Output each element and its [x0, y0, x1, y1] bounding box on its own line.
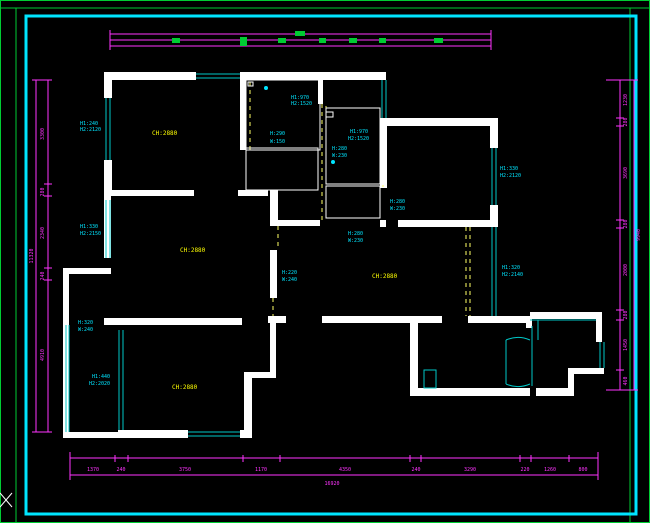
dim-label: 280 [40, 187, 46, 196]
dim-label: 280 [623, 117, 629, 126]
opening-labels: H1:240 H2:2120 H1:970 H2:1520 H:290 W:15… [78, 95, 523, 387]
opening-label: W:240 [282, 277, 297, 283]
dim-label: 3750 [179, 467, 191, 473]
room-label: CH:2880 [180, 247, 206, 254]
opening-label: H1:240 [80, 121, 98, 127]
dim-total: 16920 [324, 481, 339, 487]
opening-label: H:290 [270, 131, 285, 137]
left-dimension-labels: 3300 280 2340 240 4910 11320 [29, 128, 46, 361]
dim-label: 2000 [623, 264, 629, 276]
dim-label: 3290 [464, 467, 476, 473]
openings-lines [65, 73, 605, 437]
opening-label: H1:330 [500, 166, 518, 172]
marker-block [295, 31, 305, 36]
bottom-dimensions [69, 452, 599, 480]
marker-block [379, 38, 386, 43]
opening-label: W:230 [348, 238, 363, 244]
room-label: CH:2880 [372, 273, 398, 280]
opening-label: H1:330 [80, 224, 98, 230]
marker-block [434, 38, 443, 43]
dim-label: 240 [40, 271, 46, 280]
left-dimensions [32, 79, 52, 433]
marker-block [278, 38, 286, 43]
dim-label: 240 [411, 467, 420, 473]
dim-total: 9940 [636, 229, 642, 241]
dim-label: 1260 [544, 467, 556, 473]
opening-label: W:150 [270, 139, 285, 145]
opening-label: H2:2120 [500, 173, 521, 179]
opening-label: H2:2140 [502, 272, 523, 278]
marker-block [349, 38, 357, 43]
dim-label: 4910 [40, 349, 46, 361]
walls [63, 72, 604, 438]
dim-label: 1370 [87, 467, 99, 473]
marker-block [240, 42, 247, 46]
room-label: CH:2880 [172, 384, 198, 391]
opening-label: H2:2150 [80, 231, 101, 237]
opening-label: W:230 [390, 206, 405, 212]
dim-label: 2340 [40, 227, 46, 239]
dim-label: 460 [623, 376, 629, 385]
marker-block [240, 37, 247, 42]
opening-label: H:220 [282, 270, 297, 276]
opening-label: H2:2020 [89, 381, 110, 387]
dim-label: 1170 [255, 467, 267, 473]
fixtures [245, 79, 381, 219]
opening-label: W:240 [78, 327, 93, 333]
opening-label: H1:320 [502, 265, 520, 271]
opening-label: H:320 [78, 320, 93, 326]
doors [423, 336, 531, 389]
room-label: CH:2880 [152, 130, 178, 137]
marker-block [172, 38, 180, 43]
dim-label: 3690 [623, 167, 629, 179]
opening-label: W:230 [332, 153, 347, 159]
dim-label: 3300 [40, 128, 46, 140]
dashed-lines [245, 82, 471, 316]
dim-label: 280 [623, 310, 629, 319]
opening-label: H2:1520 [291, 101, 312, 107]
marker-block [319, 38, 326, 43]
dim-label: 800 [578, 467, 587, 473]
opening-label: H1:970 [350, 129, 368, 135]
opening-label: H:280 [348, 231, 363, 237]
opening-label: H1:440 [92, 374, 110, 380]
right-dimensions [606, 79, 638, 391]
room-labels: CH:2880 CH:2880 CH:2880 CH:2880 [152, 130, 398, 391]
opening-label: H:280 [332, 146, 347, 152]
dim-label: 4350 [339, 467, 351, 473]
dim-label: 1230 [623, 94, 629, 106]
bottom-dimension-labels: 1370 240 3750 1170 4350 240 3290 220 126… [87, 467, 588, 487]
opening-label: H2:2120 [80, 127, 101, 133]
right-dimension-labels: 1230 280 3690 280 2000 280 1450 460 9940 [623, 94, 642, 386]
top-marker-line [109, 30, 492, 50]
dim-total: 11320 [29, 248, 35, 263]
opening-label: H1:970 [291, 95, 309, 101]
opening-label: H:280 [390, 199, 405, 205]
dim-label: 1450 [623, 339, 629, 351]
dim-label: 220 [520, 467, 529, 473]
dim-label: 240 [116, 467, 125, 473]
opening-label: H2:1520 [348, 136, 369, 142]
dim-label: 280 [623, 219, 629, 228]
